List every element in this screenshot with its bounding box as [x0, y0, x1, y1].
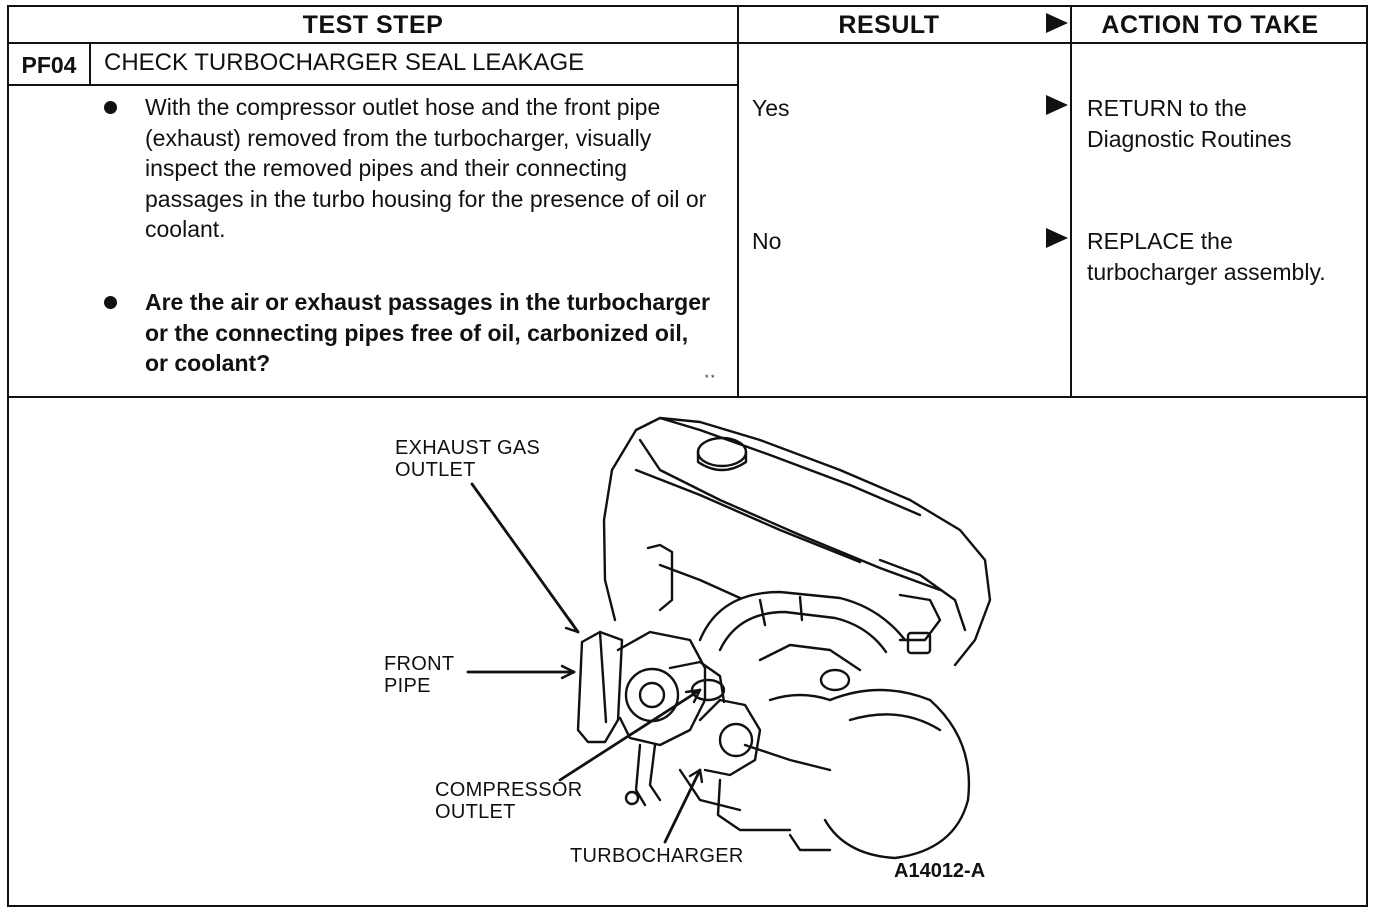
question-text: Are the air or exhaust passages in the t…: [145, 289, 710, 377]
arrow-icon: [1046, 13, 1068, 33]
action-yes: RETURN to the Diagnostic Routines: [1087, 95, 1292, 152]
result-no: No: [752, 228, 782, 254]
title-divider: [7, 84, 739, 86]
bullet-icon: [104, 296, 117, 309]
instruction-text: With the compressor outlet hose and the …: [145, 94, 707, 243]
procedure-table: [7, 5, 1368, 907]
page-mark: * *: [705, 373, 715, 383]
action-no: REPLACE the turbocharger assembly.: [1087, 228, 1326, 285]
result-yes: Yes: [752, 95, 790, 121]
header-result: RESULT: [838, 10, 940, 39]
header-action: ACTION TO TAKE: [1101, 10, 1319, 39]
step-title: CHECK TURBOCHARGER SEAL LEAKAGE: [104, 49, 585, 76]
result-column-divider: [737, 5, 739, 398]
figure-id: A14012-A: [894, 860, 986, 882]
code-divider: [89, 42, 91, 86]
figure-divider: [7, 396, 1368, 398]
header-divider: [7, 42, 1368, 44]
arrow-icon: [1046, 95, 1068, 115]
callout-compressor-outlet: COMPRESSOR OUTLET: [435, 779, 583, 823]
callout-turbocharger: TURBOCHARGER: [570, 845, 744, 867]
header-test-step: TEST STEP: [302, 10, 444, 39]
bullet-icon: [104, 101, 117, 114]
action-column-divider: [1070, 5, 1072, 398]
callout-front-pipe: FRONT PIPE: [384, 653, 455, 697]
callout-exhaust-gas-outlet: EXHAUST GAS OUTLET: [395, 437, 541, 481]
arrow-icon: [1046, 228, 1068, 248]
step-code: PF04: [21, 51, 77, 78]
